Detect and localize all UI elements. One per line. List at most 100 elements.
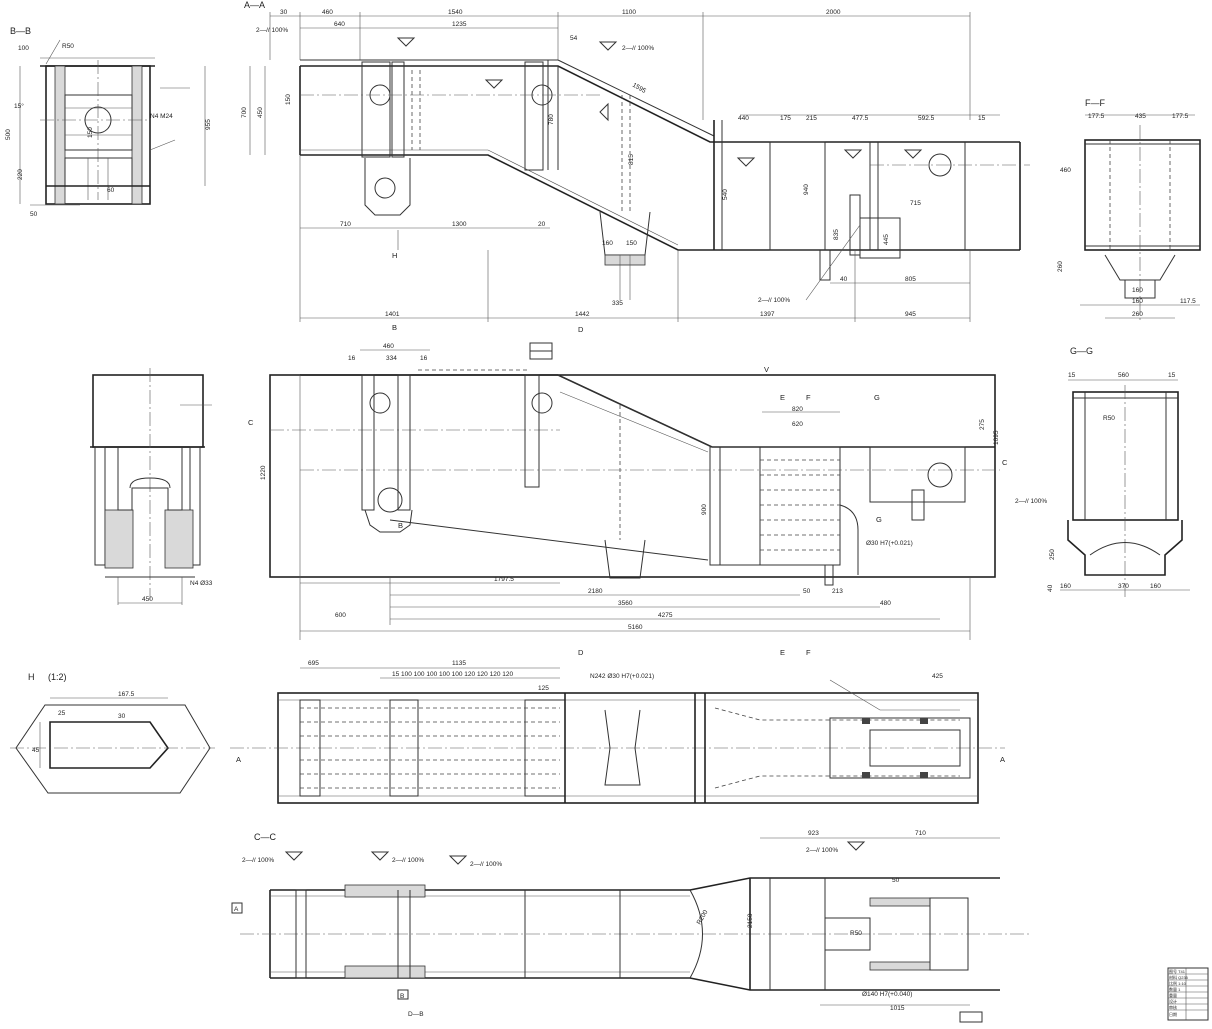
bb-dim-15deg: 15° xyxy=(14,102,24,110)
plan-dim-620: 620 xyxy=(792,421,803,428)
bb-dim-955: 955 xyxy=(205,119,212,130)
title-row-6: 审核 xyxy=(1169,1004,1177,1010)
ff-dim-177-left: 177.5 xyxy=(1088,113,1105,120)
detail-h: H (1:2) 167.5 25 45 30 xyxy=(10,672,215,794)
weld-symbol-icon xyxy=(846,841,866,851)
plan2-dim-n242: N242 Ø30 H7(+0.021) xyxy=(590,673,654,680)
weld-symbol-icon xyxy=(448,855,468,865)
bb-dim-60: 60 xyxy=(107,187,115,194)
plan-view-bottom: 695 1135 15 100 100 100 100 100 120 120 … xyxy=(230,648,1005,804)
plan-dim-820: 820 xyxy=(792,406,803,413)
detail-h-outline xyxy=(15,704,211,794)
aa-dim-477: 477.5 xyxy=(852,115,869,122)
aa-bottom-chord xyxy=(300,154,1020,251)
aa-dim-440: 440 xyxy=(738,115,749,122)
side-view-left: 450 N4 Ø33 xyxy=(90,368,213,605)
title-block: 图号 T41 材料 Q235 比例 1:10 数量 1 重量 设计 审核 日期 xyxy=(1167,967,1209,1021)
plan2-dim-pitch: 15 100 100 100 100 100 120 120 120 120 xyxy=(392,671,513,678)
ff-dim-160b: 160 xyxy=(1132,298,1143,305)
gg-dim-15b: 15 xyxy=(1168,372,1176,379)
weld-symbol-icon xyxy=(284,851,304,861)
bb-dim-r50: R50 xyxy=(62,43,74,50)
gg-box xyxy=(1072,391,1179,521)
gg-weld-note: 2—// 100% xyxy=(1015,498,1047,505)
plan-cut-d: D xyxy=(578,325,584,334)
cc-weld-note-3: 2—// 100% xyxy=(470,861,502,868)
plan-surface-mark: V xyxy=(764,365,769,374)
gg-dim-160a: 160 xyxy=(1060,583,1071,590)
ff-dim-260: 260 xyxy=(1057,261,1064,272)
gg-dim-370: 370 xyxy=(1118,583,1129,590)
cc-dim-r50: R50 xyxy=(850,930,862,937)
aa-dim-150b: 150 xyxy=(626,240,637,247)
aa-dim-1540: 1540 xyxy=(448,9,463,16)
aa-dim-1100: 1100 xyxy=(622,9,636,16)
plan-dim-4275: 4275 xyxy=(658,612,673,619)
aa-dim-940: 940 xyxy=(803,184,810,195)
gg-dim-560: 560 xyxy=(1118,372,1129,379)
plan-cut-f: F xyxy=(806,393,811,402)
plan-cut-e: E xyxy=(780,393,785,402)
ff-dim-160: 160 xyxy=(1132,287,1143,294)
flatness-frame-icon xyxy=(529,350,553,360)
aa-dim-54: 54 xyxy=(570,35,578,42)
bb-dim-100: 100 xyxy=(18,45,29,52)
h-dim-45: 45 xyxy=(32,747,40,754)
aa-dim-20: 20 xyxy=(538,221,546,228)
aa-dim-1401: 1401 xyxy=(385,311,400,318)
bb-dim-50: 50 xyxy=(30,211,38,218)
aa-dim-335: 335 xyxy=(612,300,623,307)
title-row-5: 设计 xyxy=(1169,998,1177,1004)
plan-cut-g: G xyxy=(874,393,880,402)
datum-a-box xyxy=(231,902,243,914)
plan-cut-g-bottom: G xyxy=(876,515,882,524)
aa-weld-note-3: 2—// 100% xyxy=(758,297,790,304)
aa-lower-lug xyxy=(364,158,411,216)
plan2-dim-1135: 1135 xyxy=(452,660,466,667)
aa-dim-815: 815 xyxy=(628,154,635,165)
plan-dim-2180: 2180 xyxy=(588,588,603,595)
section-a-a: A—A 30 460 1540 1100 2000 640 1235 54 15… xyxy=(241,0,1030,322)
plan2-cut-e: E xyxy=(780,648,785,657)
ff-box xyxy=(1084,139,1201,251)
section-f-f: F—F 177.5 435 177.5 460 260 160 160 260 … xyxy=(1057,98,1201,320)
bb-dim-150: 150 xyxy=(87,127,94,138)
cc-dim-923: 923 xyxy=(808,830,819,837)
weld-symbol-icon xyxy=(370,851,390,861)
plan2-cut-d: D xyxy=(578,648,584,657)
section-b-b: B—B 100 R50 15° N4 M24 955 500 220 60 50… xyxy=(5,26,212,218)
weld-symbol-icon xyxy=(396,37,416,47)
plan-view-top: 460 334 16 16 V B D E F G G C C B 820 62… xyxy=(248,323,1008,640)
aa-dim-780: 780 xyxy=(548,114,555,125)
ff-dim-177-right: 177.5 xyxy=(1172,113,1189,120)
title-row-2: 比例 1:10 xyxy=(1169,980,1187,986)
aa-dim-30: 30 xyxy=(280,9,288,16)
plan-dim-480: 480 xyxy=(880,600,891,607)
cc-dim-2150: 2150 xyxy=(747,913,754,928)
weld-symbol-icon xyxy=(843,149,863,159)
plan-cut-c-right: C xyxy=(1002,458,1008,467)
detail-h-title: H xyxy=(28,672,35,682)
plan-cut-b-bottom: B xyxy=(398,521,403,530)
title-row-3: 数量 1 xyxy=(1169,986,1181,992)
aa-dim-710: 710 xyxy=(340,221,351,228)
aa-dim-540: 540 xyxy=(722,189,729,200)
plan-dim-1095: 1095 xyxy=(993,430,1000,445)
section-c-c-title: C—C xyxy=(254,832,276,842)
aa-dim-835: 835 xyxy=(833,229,840,240)
cc-weld-note-1: 2—// 100% xyxy=(242,857,274,864)
aa-dim-460: 460 xyxy=(322,9,333,16)
aa-dim-445: 445 xyxy=(883,234,890,245)
bb-left-plate xyxy=(54,65,66,205)
aa-dim-160: 160 xyxy=(602,240,613,247)
cc-datum-b: B xyxy=(400,993,404,1000)
aa-dim-945: 945 xyxy=(905,311,916,318)
plan-dim-16b: 16 xyxy=(420,355,428,362)
aa-dim-805: 805 xyxy=(905,276,916,283)
gg-dim-r50: R50 xyxy=(1103,415,1115,422)
gg-dim-160b: 160 xyxy=(1150,583,1161,590)
side-dim-450: 450 xyxy=(142,596,153,603)
gg-dim-15a: 15 xyxy=(1068,372,1076,379)
h-dim-30: 30 xyxy=(118,713,126,720)
